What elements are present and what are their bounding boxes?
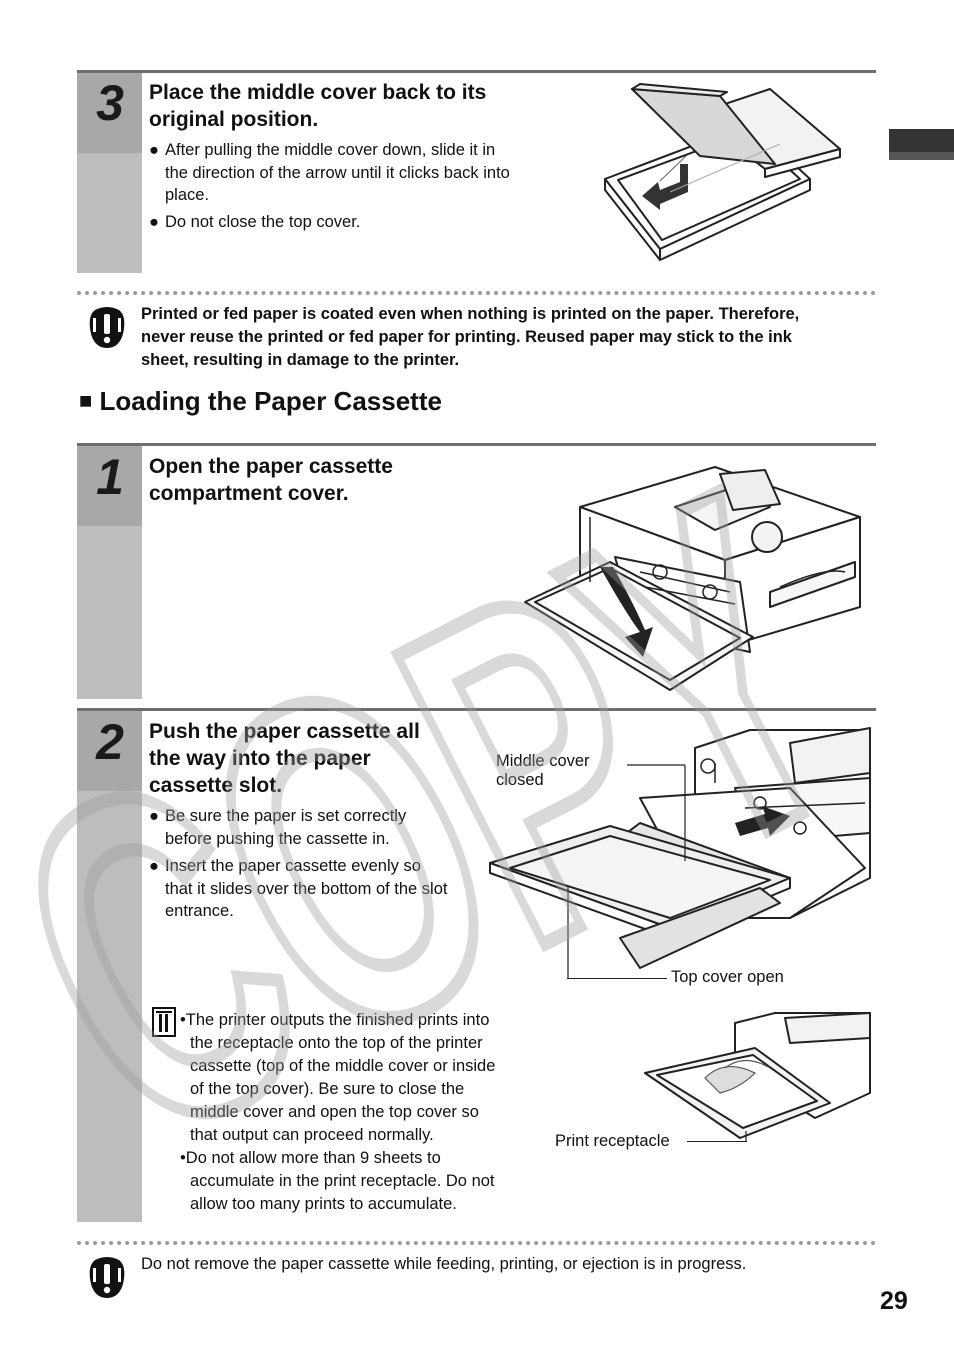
step3-title: Place the middle cover back to its origi… (149, 79, 486, 133)
step2-bullet2-line3: entrance. (165, 902, 234, 920)
section-marker: ■ (79, 388, 93, 413)
step2-column (77, 711, 142, 1222)
cassette-middle-cover-illustration (604, 83, 841, 261)
step3-number-bg (77, 73, 142, 153)
step2-top-rule (77, 708, 876, 711)
section-title: Loading the Paper Cassette (99, 386, 442, 416)
step2-number-bg (77, 711, 142, 791)
step3-bullet1-line1: After pulling the middle cover down, sli… (165, 141, 496, 159)
step3-bullet2-text: Do not close the top cover. (165, 213, 361, 231)
bullet-dot: ● (149, 141, 159, 159)
note2-line2: accumulate in the print receptacle. Do n… (190, 1172, 495, 1190)
note1-line3: cassette (top of the middle cover or ins… (190, 1057, 496, 1075)
step2-bullet2-line2: that it slides over the bottom of the sl… (165, 879, 448, 898)
printer-open-cover-illustration (524, 466, 861, 691)
step1-number-bg (77, 446, 142, 526)
label-middle-cover: Middle cover closed (496, 752, 590, 790)
step2-bullet2-line1: Insert the paper cassette evenly so (165, 857, 421, 875)
section-heading: ■ Loading the Paper Cassette (79, 385, 442, 417)
step2-title-line2: the way into the paper (149, 747, 371, 770)
note1-line4: of the top cover). Be sure to close the (190, 1080, 465, 1098)
step1-title-line2: compartment cover. (149, 482, 349, 505)
step3-bullet-2: ● Do not close the top cover. (149, 211, 569, 234)
step2-title: Push the paper cassette all the way into… (149, 718, 420, 799)
step3-title-line2: original position. (149, 108, 319, 131)
caution-icon (89, 307, 125, 348)
step2-bullet-2: ● Insert the paper cassette evenly so th… (149, 855, 479, 923)
step3-top-rule (77, 70, 876, 73)
step3-title-line1: Place the middle cover back to its (149, 81, 487, 104)
step3-bullet1-line2: the direction of the arrow until it clic… (165, 163, 510, 182)
label-top-cover-open: Top cover open (671, 968, 784, 986)
caution1-text: Printed or fed paper is coated even when… (141, 303, 876, 372)
caution1-line2: never reuse the printed or fed paper for… (141, 328, 792, 346)
caution1-line3: sheet, resulting in damage to the printe… (141, 351, 460, 369)
label-middle-cover-line2: closed (496, 771, 544, 789)
note1-line5: middle cover and open the top cover so (190, 1103, 479, 1121)
label-middle-cover-line1: Middle cover (496, 752, 590, 770)
step1-top-rule (77, 443, 876, 446)
top-cover-leader (567, 978, 667, 979)
note1-line6: that output can proceed normally. (190, 1126, 434, 1144)
chapter-tab-shadow (889, 152, 954, 160)
note1-line1: •The printer outputs the finished prints… (180, 1011, 490, 1029)
step2-title-line1: Push the paper cassette all (149, 720, 420, 743)
step2-bullet1-line1: Be sure the paper is set correctly (165, 807, 407, 825)
step2-title-line3: cassette slot. (149, 774, 283, 797)
caution1-line1: Printed or fed paper is coated even when… (141, 305, 800, 323)
page-number: 29 (880, 1287, 908, 1315)
step2-number: 2 (96, 714, 124, 770)
note1-line2: the receptacle onto the top of the print… (190, 1034, 483, 1052)
label-print-receptacle: Print receptacle (555, 1132, 670, 1150)
caution1-divider (77, 291, 876, 295)
push-cassette-illustration (489, 727, 871, 978)
step2-bullet1-line2: before pushing the cassette in. (165, 829, 390, 848)
memo-icon (152, 1007, 176, 1037)
bullet-dot: ● (149, 857, 159, 875)
print-receptacle-leader (687, 1141, 747, 1142)
step1-title-line1: Open the paper cassette (149, 455, 393, 478)
caution2-text: Do not remove the paper cassette while f… (141, 1255, 747, 1273)
caution2-divider (77, 1241, 876, 1245)
bullet-dot: ● (149, 213, 159, 231)
step3-number: 3 (96, 75, 124, 131)
step2-bullet-1: ● Be sure the paper is set correctly bef… (149, 805, 479, 850)
step3-bullet-1: ● After pulling the middle cover down, s… (149, 139, 569, 207)
bullet-dot: ● (149, 807, 159, 825)
memo-note: •The printer outputs the finished prints… (180, 1009, 530, 1216)
step3-bullet1-line3: place. (165, 186, 210, 204)
note2-line3: allow too many prints to accumulate. (190, 1195, 457, 1213)
step1-number: 1 (96, 449, 124, 505)
caution-icon (89, 1257, 125, 1298)
note2-line1: •Do not allow more than 9 sheets to (180, 1149, 441, 1167)
step1-title: Open the paper cassette compartment cove… (149, 453, 393, 507)
print-receptacle-illustration (644, 1012, 871, 1141)
